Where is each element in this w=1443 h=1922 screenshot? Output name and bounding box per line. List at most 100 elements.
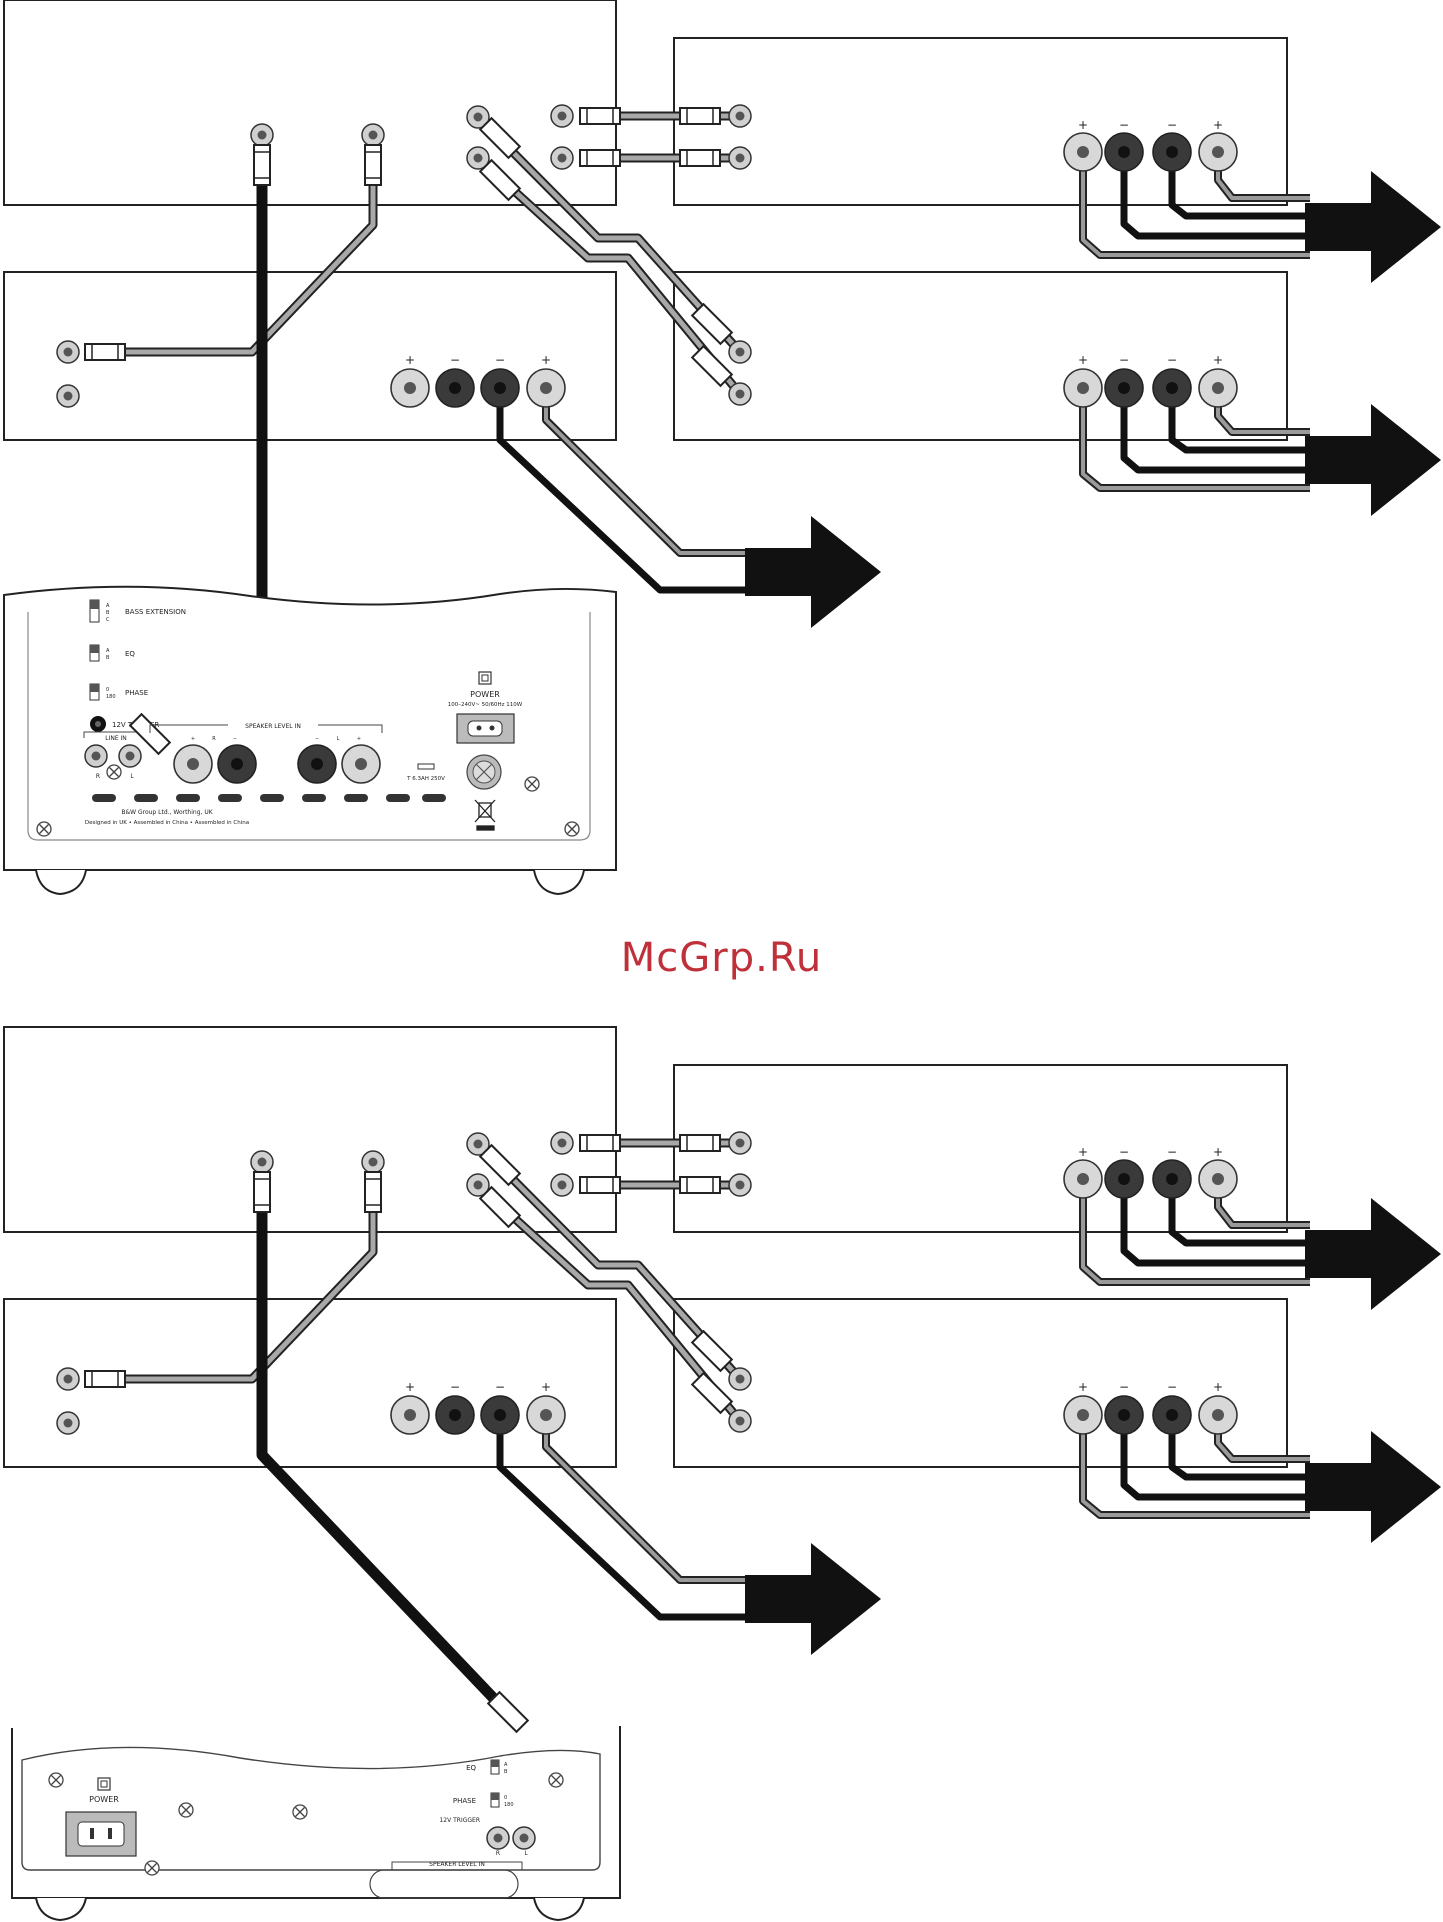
switch-option: C: [106, 617, 110, 623]
line-in-r-socket[interactable]: [84, 744, 108, 768]
terminal-label: +: [1213, 1380, 1223, 1394]
fuse-label: T 6.3AH 250V: [406, 776, 445, 782]
spk-sign: −: [233, 736, 237, 742]
spk-sign: +: [357, 736, 361, 742]
screw-icon: [48, 1772, 64, 1788]
amp-bottom-minus-2-terminal[interactable]: [1152, 368, 1192, 408]
amp-bottom-plus-2-terminal[interactable]: [1198, 1395, 1238, 1435]
amp-top-in-2-socket[interactable]: [728, 1173, 752, 1197]
power-amp-plus-2-terminal[interactable]: [526, 368, 566, 408]
switch-option: 0: [106, 687, 109, 693]
rca-plug: [579, 1134, 621, 1152]
rca-plug: [364, 1171, 382, 1213]
preamp-out-6-socket[interactable]: [550, 146, 574, 170]
sub1-speaker-in-plus-l[interactable]: [341, 744, 381, 784]
sub1-speaker-in-plus-r[interactable]: [173, 744, 213, 784]
preamp-out-5-socket[interactable]: [550, 104, 574, 128]
amplifier-top-box: [673, 37, 1288, 206]
speaker-level-in-label: SPEAKER LEVEL IN: [245, 723, 301, 730]
sub1-speaker-in-minus-r[interactable]: [217, 744, 257, 784]
line-r-label: R: [496, 1850, 500, 1857]
amp-bottom-plus-terminal[interactable]: [1063, 368, 1103, 408]
amp-bottom-in-1-socket[interactable]: [728, 1367, 752, 1391]
amp-top-plus-2-terminal[interactable]: [1198, 1159, 1238, 1199]
fuse-icon: [417, 763, 435, 770]
screw-icon: [144, 1860, 160, 1876]
amp-top-plus-2-terminal[interactable]: [1198, 132, 1238, 172]
line-in-r-socket[interactable]: [486, 1826, 510, 1850]
rca-plug: [84, 1370, 126, 1388]
amp-bottom-in-1-socket[interactable]: [728, 340, 752, 364]
diagram-top: + − − + + − − +: [3, 0, 1441, 896]
rca-plug: [253, 144, 271, 186]
amp-top-in-2-socket[interactable]: [728, 146, 752, 170]
switch-option: B: [504, 1769, 508, 1775]
amp-bottom-minus-terminal[interactable]: [1104, 368, 1144, 408]
amp-top-minus-2-terminal[interactable]: [1152, 132, 1192, 172]
preamp-out-1-socket[interactable]: [250, 123, 274, 147]
speaker-arrow-icon: [1305, 404, 1441, 516]
sub1-speaker-in-minus-l[interactable]: [297, 744, 337, 784]
terminal-label: −: [1167, 353, 1177, 367]
line-l-label: L: [524, 1850, 528, 1857]
power-switch-icon[interactable]: [478, 671, 492, 685]
amp-top-in-1-socket[interactable]: [728, 1131, 752, 1155]
phase-label: PHASE: [125, 689, 148, 697]
line-l-label: L: [130, 773, 134, 780]
line-in-label: LINE IN: [105, 735, 127, 742]
power-label: POWER: [89, 1795, 119, 1804]
switch-option: A: [106, 603, 110, 609]
amp-bottom-plus-terminal[interactable]: [1063, 1395, 1103, 1435]
preamp-out-6-socket[interactable]: [550, 1173, 574, 1197]
preamp-out-2-socket[interactable]: [361, 123, 385, 147]
power-amp-minus-2-terminal[interactable]: [480, 1395, 520, 1435]
power-amp-in-socket[interactable]: [56, 340, 80, 364]
amp-top-plus-terminal[interactable]: [1063, 132, 1103, 172]
line-in-l-socket[interactable]: [118, 744, 142, 768]
eq-label: EQ: [125, 650, 135, 658]
switch-option: B: [106, 610, 110, 616]
line-in-l-socket[interactable]: [512, 1826, 536, 1850]
terminal-label: −: [495, 353, 505, 367]
terminal-label: +: [541, 353, 551, 367]
amp-bottom-plus-2-terminal[interactable]: [1198, 368, 1238, 408]
preamp-out-5-socket[interactable]: [550, 1131, 574, 1155]
amplifier-bottom-box-2: [673, 1298, 1288, 1468]
preamp-out-2-socket[interactable]: [361, 1150, 385, 1174]
power-amp-in-socket[interactable]: [56, 1367, 80, 1391]
power-amp-minus-terminal[interactable]: [435, 368, 475, 408]
power-amp-plus-terminal[interactable]: [390, 368, 430, 408]
power-amp-in-2-socket[interactable]: [56, 384, 80, 408]
terminal-label: −: [1119, 1380, 1129, 1394]
rca-plug: [579, 1176, 621, 1194]
amplifier-bottom-box: [673, 271, 1288, 441]
vent-slots: [92, 794, 446, 802]
amp-bottom-in-2-socket[interactable]: [728, 1409, 752, 1433]
amp-bottom-minus-terminal[interactable]: [1104, 1395, 1144, 1435]
speaker-arrow-icon: [745, 516, 881, 628]
screw-icon: [292, 1804, 308, 1820]
power-amp-in-2-socket[interactable]: [56, 1411, 80, 1435]
amp-bottom-minus-2-terminal[interactable]: [1152, 1395, 1192, 1435]
amp-top-minus-terminal[interactable]: [1104, 132, 1144, 172]
weee-bin-icon: [474, 799, 496, 831]
power-rating-label: 100–240V~ 50/60Hz 110W: [448, 702, 523, 708]
power-amp-minus-terminal[interactable]: [435, 1395, 475, 1435]
power-amp-plus-2-terminal[interactable]: [526, 1395, 566, 1435]
amp-bottom-in-2-socket[interactable]: [728, 382, 752, 406]
rca-plug: [679, 1134, 721, 1152]
terminal-label: +: [1078, 1145, 1088, 1159]
spk-sign: −: [315, 736, 319, 742]
power-amp-plus-terminal[interactable]: [390, 1395, 430, 1435]
amp-top-in-1-socket[interactable]: [728, 104, 752, 128]
amp-top-minus-2-terminal[interactable]: [1152, 1159, 1192, 1199]
power-amp-minus-2-terminal[interactable]: [480, 368, 520, 408]
rca-plug: [579, 107, 621, 125]
switch-option: A: [106, 648, 110, 654]
speaker-wire-amp-top-2: [1079, 1182, 1310, 1286]
power-switch-icon[interactable]: [97, 1777, 111, 1791]
amp-top-plus-terminal[interactable]: [1063, 1159, 1103, 1199]
preamp-out-1-socket[interactable]: [250, 1150, 274, 1174]
amp-top-minus-terminal[interactable]: [1104, 1159, 1144, 1199]
terminal-label: −: [1167, 118, 1177, 132]
